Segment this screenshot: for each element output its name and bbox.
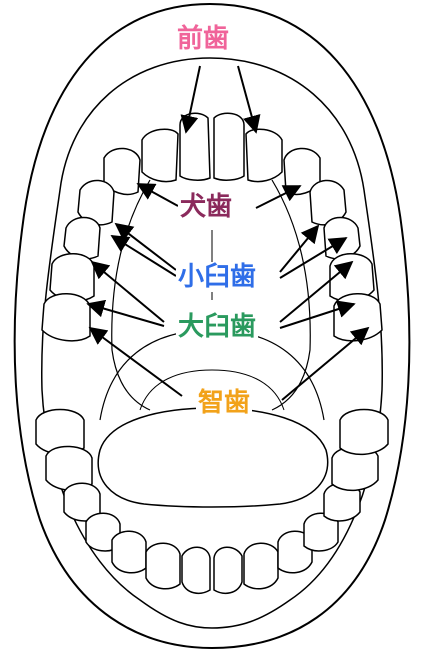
upper-lateral-left [142, 129, 178, 181]
label-wisdom: 智歯 [196, 388, 252, 418]
lower-incisor-right-1 [214, 547, 242, 593]
upper-lateral-right [246, 129, 282, 181]
lower-incisor-right-2 [244, 543, 278, 589]
upper-premolar-left-2 [64, 218, 100, 259]
arrow-premolar-l1 [116, 224, 176, 270]
lower-incisor-left-2 [146, 543, 180, 589]
label-canines: 犬歯 [178, 192, 234, 222]
label-molars: 大臼歯 [176, 312, 258, 342]
upper-molar-left-2 [42, 294, 90, 341]
arrow-premolar-l2 [112, 236, 176, 276]
arrow-premolar-r1 [280, 226, 318, 272]
lower-molar-right-2 [340, 410, 388, 455]
label-premolars: 小臼歯 [176, 262, 258, 292]
lower-incisor-left-1 [182, 547, 210, 593]
upper-incisor-left [180, 113, 210, 180]
tongue [98, 408, 327, 507]
label-incisors: 前歯 [175, 24, 231, 54]
lower-canine-left [112, 531, 146, 573]
upper-incisor-right [214, 113, 244, 180]
upper-molar-right-2 [334, 294, 382, 341]
arrow-canine-right [256, 186, 300, 208]
arrow-molar-l1 [92, 262, 164, 322]
arrow-wisdom-right [282, 328, 368, 400]
upper-premolar-right-2 [324, 218, 360, 259]
arrow-molar-l2 [88, 304, 164, 326]
arrow-canine-left [138, 184, 178, 206]
arrow-wisdom-left [90, 328, 182, 396]
